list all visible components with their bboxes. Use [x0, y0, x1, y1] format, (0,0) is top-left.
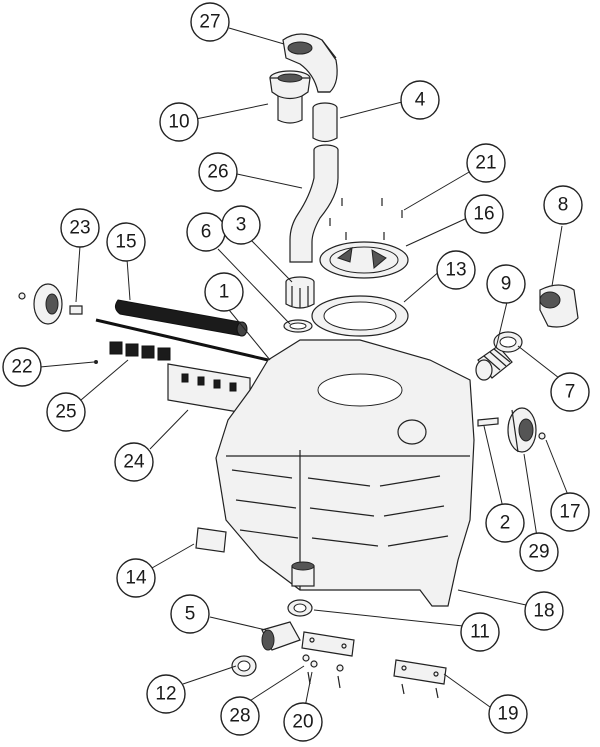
callout-6: 6: [186, 212, 226, 252]
callout-10: 10: [159, 102, 199, 142]
callout-17: 17: [550, 492, 590, 532]
callout-8: 8: [543, 185, 583, 225]
callout-19-label: 19: [497, 704, 518, 725]
part-17-nut: [538, 432, 546, 440]
callout-9-label: 9: [501, 274, 512, 295]
callout-22: 22: [2, 347, 42, 387]
callout-7: 7: [550, 372, 590, 412]
part-2-pin: [477, 417, 499, 427]
callout-29: 29: [519, 532, 559, 572]
callout-11-label: 11: [470, 622, 490, 643]
callout-15-label: 15: [115, 232, 136, 253]
callout-13: 13: [436, 250, 476, 290]
part-19-bracket: [393, 659, 447, 699]
part-left-wheel: [18, 283, 63, 325]
part-14-pad: [195, 527, 227, 553]
part-24-panel: [167, 363, 251, 415]
callout-16-label: 16: [473, 204, 494, 225]
callout-2: 2: [485, 503, 525, 543]
part-28-20-fasteners: [302, 654, 344, 689]
part-25-switches: [109, 341, 171, 361]
part-chain-bar: [95, 318, 269, 362]
part-15-roller: [114, 299, 248, 337]
callout-4: 4: [400, 80, 440, 120]
callout-12-label: 12: [155, 684, 176, 705]
callout-27-label: 27: [199, 12, 220, 33]
part-16-cover: [319, 241, 409, 279]
callout-20-label: 20: [292, 712, 313, 733]
callout-25: 25: [46, 392, 86, 432]
callout-2-label: 2: [500, 513, 511, 534]
callout-3: 3: [221, 205, 261, 245]
callout-22-label: 22: [11, 357, 32, 378]
callout-5: 5: [170, 594, 210, 634]
callout-9: 9: [486, 264, 526, 304]
callout-27: 27: [190, 2, 230, 42]
part-8-elbow: [539, 284, 579, 328]
callout-25-label: 25: [55, 402, 76, 423]
callout-19: 19: [488, 694, 528, 734]
callout-3-label: 3: [236, 215, 247, 236]
part-7-ring: [493, 331, 523, 353]
part-22-dot: [94, 360, 98, 364]
callout-1: 1: [204, 272, 244, 312]
callout-20: 20: [283, 702, 323, 742]
callout-17-label: 17: [559, 502, 580, 523]
part-11-ring: [287, 599, 313, 617]
callout-14: 14: [116, 558, 156, 598]
callout-24-label: 24: [123, 452, 145, 473]
callout-12: 12: [146, 674, 186, 714]
part-1-tank-body: [215, 339, 475, 607]
part-23-pin: [69, 305, 83, 315]
callout-11: 11: [460, 612, 500, 652]
callout-28: 28: [220, 696, 260, 736]
callout-4-label: 4: [415, 90, 426, 111]
callout-29-label: 29: [528, 542, 549, 563]
part-21-screws: [329, 198, 403, 240]
callout-10-label: 10: [168, 112, 189, 133]
part-6-gasket: [283, 319, 313, 333]
part-10-fitting: [269, 70, 311, 124]
part-13-gasket: [311, 295, 409, 337]
callout-16: 16: [464, 194, 504, 234]
callout-8-label: 8: [558, 195, 569, 216]
callout-26-label: 26: [207, 162, 228, 183]
callout-26: 26: [198, 152, 238, 192]
callout-18: 18: [524, 591, 564, 631]
callout-7-label: 7: [565, 382, 576, 403]
callout-14-label: 14: [125, 568, 147, 589]
callout-5-label: 5: [185, 604, 196, 625]
callout-24: 24: [114, 442, 154, 482]
callout-23-label: 23: [69, 218, 90, 239]
part-26-pipe: [289, 144, 339, 263]
callout-6-label: 6: [201, 222, 212, 243]
part-4-sleeve: [312, 102, 338, 143]
part-12-ring: [231, 655, 257, 677]
part-3-filter: [285, 276, 315, 309]
part-29-wheel: [507, 407, 537, 453]
callout-18-label: 18: [533, 601, 554, 622]
callout-15: 15: [106, 222, 146, 262]
callout-23: 23: [60, 208, 100, 248]
callout-21-label: 21: [475, 153, 496, 174]
leader-lines: [39, 27, 571, 713]
callout-13-label: 13: [445, 260, 466, 281]
callout-21: 21: [466, 143, 506, 183]
callout-28-label: 28: [229, 706, 250, 727]
part-5-fitting: [261, 621, 301, 651]
part-27-vent-cap: [282, 33, 338, 93]
part-9-fitting: [475, 345, 513, 381]
callout-1-label: 1: [219, 282, 230, 303]
part-bracket-center: [301, 631, 355, 657]
